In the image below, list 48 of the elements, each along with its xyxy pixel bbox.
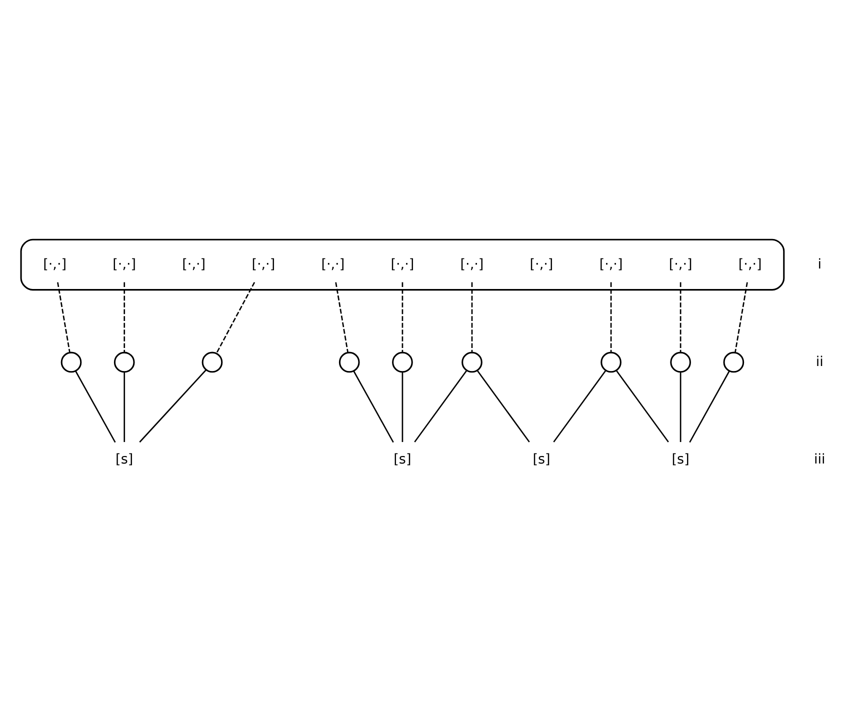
node-text: [s] bbox=[394, 450, 412, 467]
node-circle bbox=[338, 351, 360, 372]
connector bbox=[680, 282, 682, 352]
connector bbox=[57, 282, 70, 352]
connector bbox=[476, 369, 530, 442]
node-text: [·,·] bbox=[112, 256, 136, 272]
node-circle bbox=[600, 351, 622, 372]
connector bbox=[335, 282, 349, 352]
node-text: [·,·] bbox=[738, 256, 762, 272]
node-text: [s] bbox=[672, 450, 690, 467]
connector bbox=[689, 370, 730, 442]
connector bbox=[734, 282, 748, 352]
connector bbox=[402, 282, 404, 352]
label: iii bbox=[814, 450, 826, 467]
connector bbox=[616, 369, 669, 442]
node-text: [·,·] bbox=[321, 256, 345, 272]
connector bbox=[139, 368, 207, 442]
label: ii bbox=[816, 353, 824, 370]
node-circle bbox=[202, 351, 223, 372]
node-circle bbox=[462, 351, 482, 372]
connector bbox=[471, 282, 473, 352]
node-text: [·,·] bbox=[43, 256, 67, 272]
node-text: [·,·] bbox=[390, 256, 414, 272]
node-text: [·,·] bbox=[252, 256, 276, 272]
connector bbox=[216, 282, 256, 354]
connector bbox=[353, 370, 394, 442]
connector bbox=[402, 372, 404, 442]
connector bbox=[414, 369, 468, 442]
label: i bbox=[818, 256, 822, 272]
connector bbox=[124, 372, 126, 442]
connector bbox=[610, 282, 612, 352]
connector bbox=[75, 370, 116, 442]
node-circle bbox=[392, 351, 413, 372]
connector bbox=[553, 369, 606, 442]
node-text: [·,·] bbox=[182, 256, 206, 272]
node-circle bbox=[723, 351, 744, 372]
node-text: [s] bbox=[116, 450, 134, 467]
connector bbox=[680, 372, 682, 442]
node-circle bbox=[670, 351, 691, 372]
node-circle bbox=[60, 351, 82, 372]
node-circle bbox=[114, 351, 135, 372]
node-text: [·,·] bbox=[530, 256, 554, 272]
node-text: [·,·] bbox=[599, 256, 623, 272]
cluster bbox=[20, 238, 785, 290]
node-text: [·,·] bbox=[668, 256, 692, 272]
node-text: [s] bbox=[532, 450, 550, 467]
connector bbox=[124, 282, 126, 352]
node-text: [·,·] bbox=[460, 256, 484, 272]
